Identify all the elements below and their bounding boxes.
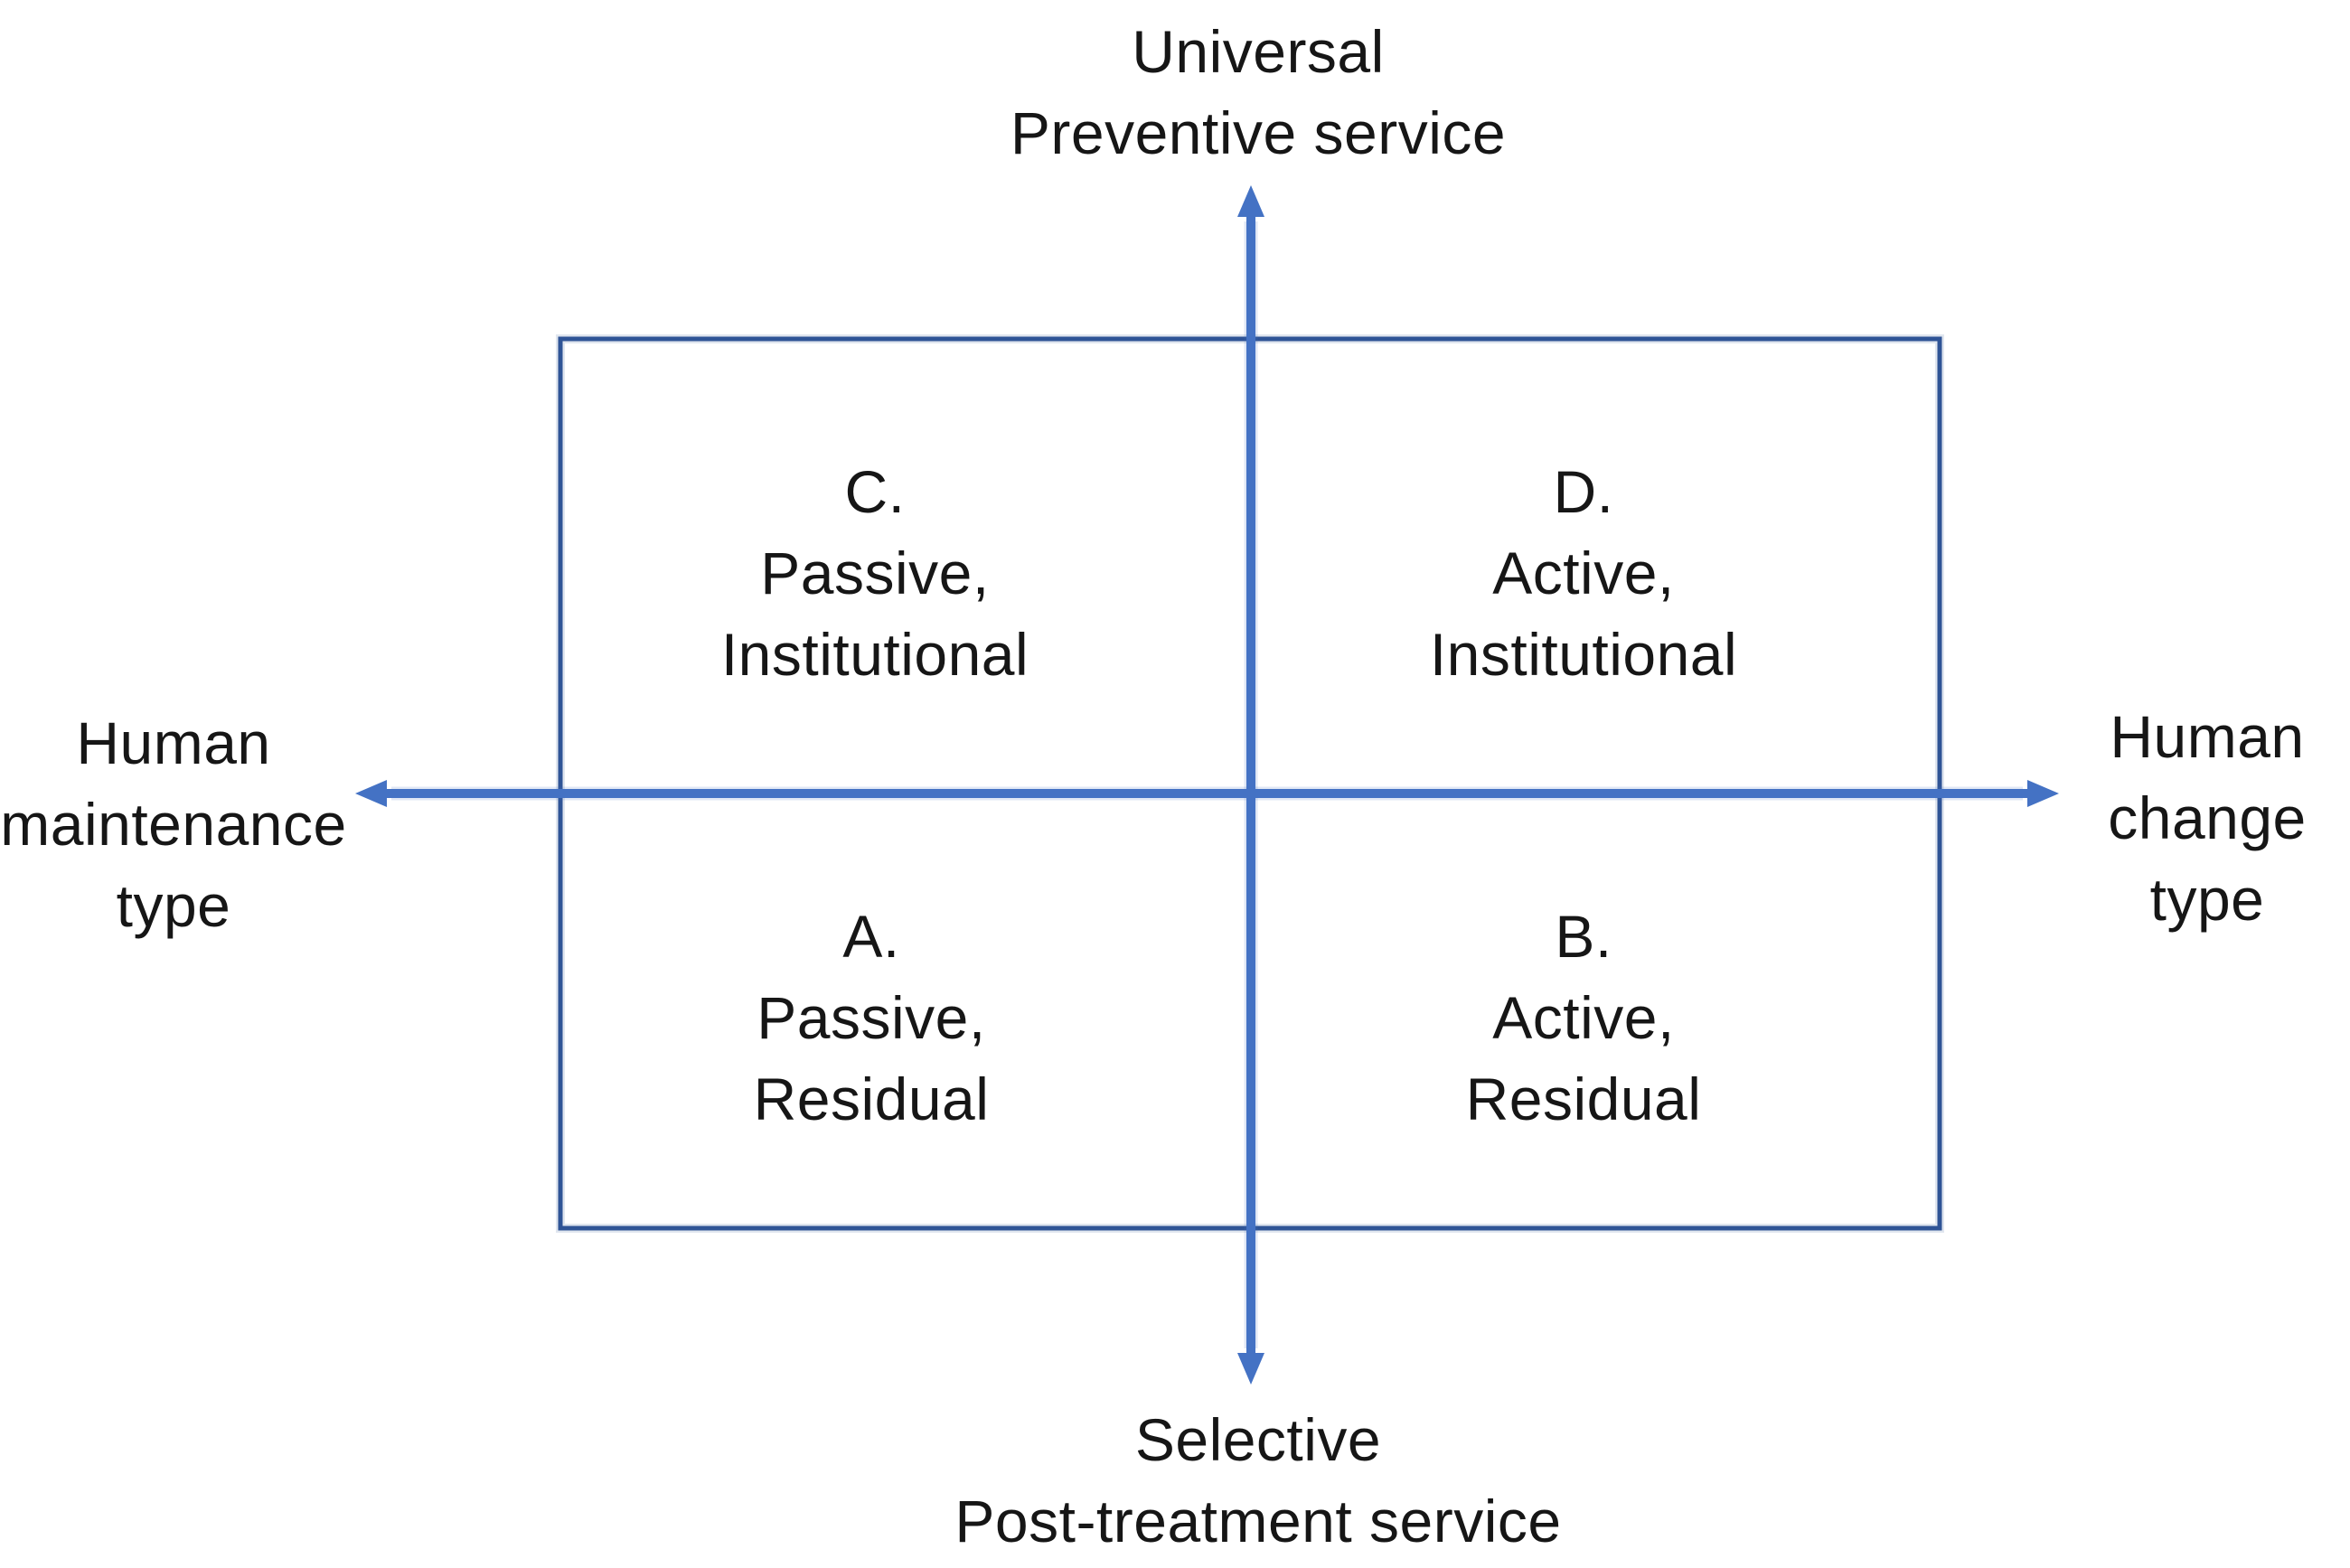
right-axis-label-line2: change [2108, 784, 2307, 851]
bottom-axis-label-line2: Post-treatment service [954, 1488, 1562, 1554]
right-axis-label-line1: Human [2110, 703, 2305, 770]
quadrant-a-attribute: Passive, [757, 984, 986, 1051]
quadrant-d-label: D. Active, Institutional [1430, 451, 1737, 695]
quadrant-d-letter: D. [1553, 458, 1614, 525]
quadrant-a-label: A. Passive, Residual [754, 896, 990, 1140]
quadrant-d-category: Institutional [1429, 621, 1738, 688]
quadrant-a-letter: A. [842, 903, 900, 970]
left-axis-label-line2: maintenance [0, 791, 347, 858]
bottom-axis-label-line1: Selective [1134, 1406, 1382, 1473]
quadrant-a-category: Residual [753, 1066, 990, 1132]
left-axis-label-line1: Human [76, 709, 271, 776]
top-axis-label-line2: Preventive service [1010, 99, 1507, 166]
quadrant-c-category: Institutional [720, 621, 1029, 688]
left-axis-label: Human maintenance type [0, 702, 346, 946]
top-axis-label: Universal Preventive service [1010, 11, 1506, 174]
top-axis-label-line1: Universal [1132, 18, 1385, 85]
left-axis-label-line3: type [116, 872, 231, 939]
quadrant-d-attribute: Active, [1492, 540, 1675, 606]
quadrant-c-label: C. Passive, Institutional [721, 451, 1029, 695]
bottom-axis-label: Selective Post-treatment service [954, 1399, 1561, 1562]
quadrant-b-category: Residual [1465, 1066, 1702, 1132]
right-axis-label: Human change type [2108, 696, 2307, 940]
quadrant-b-letter: B. [1555, 903, 1612, 970]
right-axis-label-line3: type [2149, 866, 2265, 933]
quadrant-b-label: B. Active, Residual [1466, 896, 1702, 1140]
quadrant-c-letter: C. [844, 458, 906, 525]
quadrant-b-attribute: Active, [1492, 984, 1675, 1051]
quadrant-c-attribute: Passive, [760, 540, 990, 606]
